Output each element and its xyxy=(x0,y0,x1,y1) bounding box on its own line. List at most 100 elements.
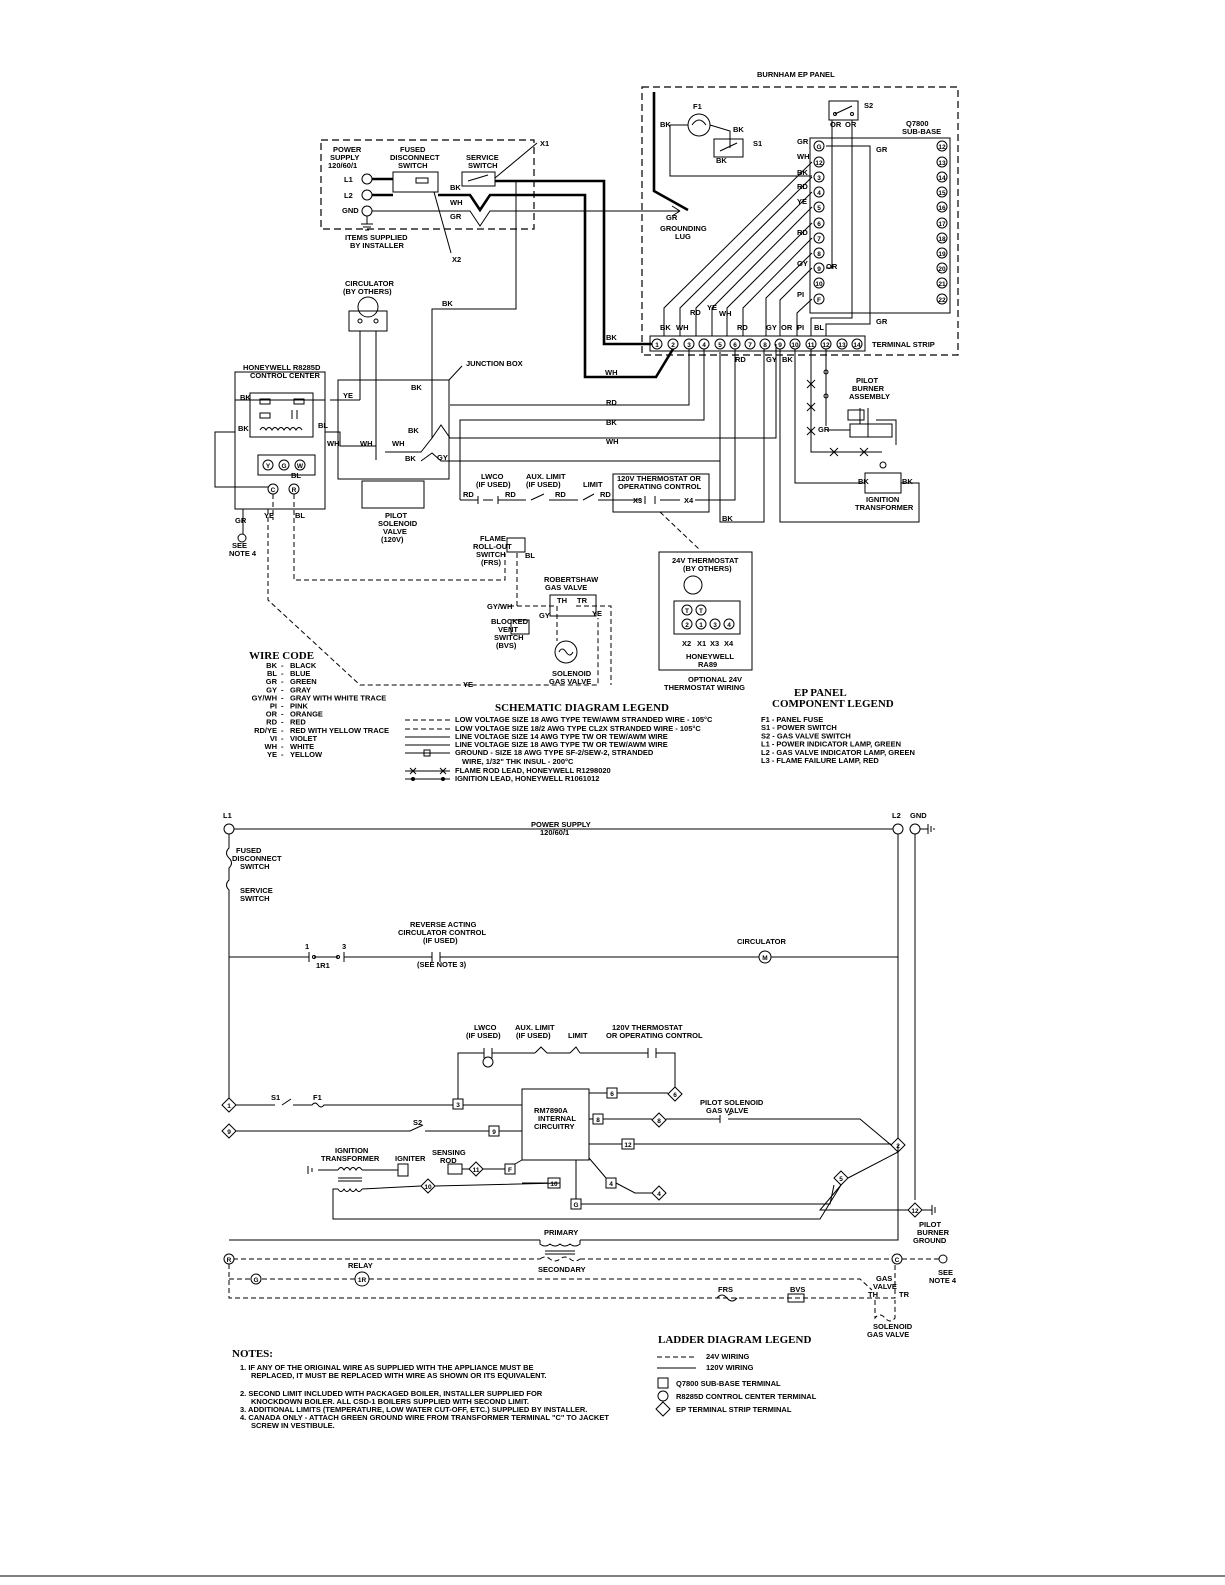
svg-text:BK: BK xyxy=(660,323,671,332)
fused-disconnect-switch xyxy=(392,171,439,193)
x4-label: X4 xyxy=(684,496,694,505)
ladder-ign-trans-1: IGNITION xyxy=(335,1146,368,1155)
svg-text:GR: GR xyxy=(797,137,809,146)
pilot-burner-assembly: GR xyxy=(818,408,897,445)
schematic-legend-entry: LINE VOLTAGE SIZE 14 AWG TYPE TW OR TEW/… xyxy=(455,732,668,741)
ladder-see-note-4-2: NOTE 4 xyxy=(929,1276,957,1285)
svg-text:X3: X3 xyxy=(710,639,719,648)
wire-code-name: PINK xyxy=(290,702,309,711)
svg-text:WH: WH xyxy=(327,439,340,448)
ladder-legend-entry: R8285D CONTROL CENTER TERMINAL xyxy=(676,1392,817,1401)
x2-label: X2 xyxy=(452,255,461,264)
svg-text:19: 19 xyxy=(938,251,946,258)
svg-text:7: 7 xyxy=(748,342,752,349)
lwco-1: LWCO xyxy=(481,472,504,481)
svg-text:BL: BL xyxy=(291,471,301,480)
wire-code-name: YELLOW xyxy=(290,750,323,759)
note-line: 2. SECOND LIMIT INCLUDED WITH PACKAGED B… xyxy=(240,1389,543,1398)
svg-text:WH: WH xyxy=(392,439,405,448)
wire-code-abbr: BK xyxy=(266,661,277,670)
ladder-solenoid-valve-1: SOLENOID xyxy=(873,1322,913,1331)
svg-text:GY: GY xyxy=(437,453,448,462)
frs-4: (FRS) xyxy=(481,558,501,567)
ladder-legend-entry: 24V WIRING xyxy=(706,1352,750,1361)
circulator-motor xyxy=(357,296,379,318)
svg-text:WH: WH xyxy=(450,198,463,207)
circulator-label-1: CIRCULATOR xyxy=(345,279,394,288)
wire-code-dash: - xyxy=(281,702,284,711)
svg-text:BK: BK xyxy=(606,418,617,427)
svg-text:PI: PI xyxy=(797,290,804,299)
svg-text:G: G xyxy=(253,1277,258,1284)
thermostat-120-1: 120V THERMOSTAT OR xyxy=(617,474,701,483)
svg-text:6: 6 xyxy=(733,342,737,349)
schematic-legend-entry: LOW VOLTAGE SIZE 18 AWG TYPE TEW/AWM STR… xyxy=(455,715,713,724)
svg-text:X1: X1 xyxy=(697,639,706,648)
svg-text:GR: GR xyxy=(818,425,830,434)
ladder-ign-trans-2: TRANSFORMER xyxy=(321,1154,380,1163)
ladder-legend-entry: Q7800 SUB-BASE TERMINAL xyxy=(676,1379,781,1388)
svg-text:BK: BK xyxy=(733,125,744,134)
ep-legend-title-1: EP PANEL xyxy=(794,687,847,699)
ladder-gnd: GND xyxy=(910,811,927,820)
svg-text:22: 22 xyxy=(938,297,946,304)
ladder-gas-valve-2: VALVE xyxy=(873,1282,897,1291)
s2-label: S2 xyxy=(864,101,873,110)
control-center-label-2: CONTROL CENTER xyxy=(250,371,320,380)
ladder-legend-title: LADDER DIAGRAM LEGEND xyxy=(658,1334,811,1346)
terminal-strip-label: TERMINAL STRIP xyxy=(872,340,935,349)
note-line: 4. CANADA ONLY - ATTACH GREEN GROUND WIR… xyxy=(240,1413,609,1422)
ladder-gas-valve-1: GAS xyxy=(876,1274,892,1283)
ep-panel-outline xyxy=(641,86,959,356)
svg-text:1R1: 1R1 xyxy=(316,961,330,970)
svg-text:GR: GR xyxy=(876,145,888,154)
svg-text:G: G xyxy=(816,144,821,151)
wire-code-abbr: BL xyxy=(267,669,277,678)
svg-text:F: F xyxy=(817,297,821,304)
wire-code-name: BLACK xyxy=(290,661,317,670)
ignition-transformer-1: IGNITION xyxy=(866,495,899,504)
svg-text:G: G xyxy=(281,463,286,470)
ladder-bvs: BVS xyxy=(790,1285,805,1294)
svg-text:3: 3 xyxy=(687,342,691,349)
svg-text:GY/WH: GY/WH xyxy=(487,602,512,611)
svg-text:YE: YE xyxy=(592,609,602,618)
svg-text:GY: GY xyxy=(766,323,777,332)
svg-text:14: 14 xyxy=(938,175,946,182)
installer-supply-box xyxy=(320,139,535,230)
svg-text:2: 2 xyxy=(671,342,675,349)
wire-code-abbr: GR xyxy=(266,677,278,686)
ladder-aux-limit-1: AUX. LIMIT xyxy=(515,1023,555,1032)
pilot-solenoid-4: (120V) xyxy=(381,535,404,544)
wire-code-name: GRAY WITH WHITE TRACE xyxy=(290,693,386,702)
wire-code-abbr: PI xyxy=(270,702,277,711)
pilot-solenoid-2: SOLENOID xyxy=(378,519,418,528)
terminal-strip-terminals: 1 2 3 4 5 6 7 8 9 10 11 12 13 14 xyxy=(651,338,863,350)
wire-code-dash: - xyxy=(281,734,284,743)
honeywell-ra89-2: RA89 xyxy=(698,660,717,669)
flame-rollout-switch xyxy=(506,537,526,553)
ladder-circ-control-2: CIRCULATOR CONTROL xyxy=(398,928,486,937)
notes-rows: 1. IF ANY OF THE ORIGINAL WIRE AS SUPPLI… xyxy=(240,1363,609,1430)
svg-text:18: 18 xyxy=(938,236,946,243)
schematic-legend-entry: WIRE, 1/32" THK INSUL - 200°C xyxy=(462,757,574,766)
ladder-service-2: SWITCH xyxy=(240,894,270,903)
svg-text:Y: Y xyxy=(266,463,271,470)
ladder-fused-2: DISCONNECT xyxy=(232,854,282,863)
svg-text:GY: GY xyxy=(766,355,777,364)
power-supply-1: POWER xyxy=(333,145,362,154)
ladder-igniter: IGNITER xyxy=(395,1154,426,1163)
svg-text:TH: TH xyxy=(868,1290,878,1299)
svg-text:13: 13 xyxy=(838,342,846,349)
svg-text:R: R xyxy=(292,487,297,494)
ladder-power-2: 120/60/1 xyxy=(540,828,569,837)
service-switch xyxy=(461,171,496,187)
svg-text:WH: WH xyxy=(719,309,732,318)
pilot-solenoid-1: PILOT xyxy=(385,511,408,520)
svg-text:5: 5 xyxy=(817,205,821,212)
ep-legend-entry: F1 - PANEL FUSE xyxy=(761,715,823,724)
frs-2: ROLL-OUT xyxy=(473,542,512,551)
pilot-burner-ground-1: PILOT xyxy=(919,1220,942,1229)
gnd-label: GND xyxy=(342,206,359,215)
